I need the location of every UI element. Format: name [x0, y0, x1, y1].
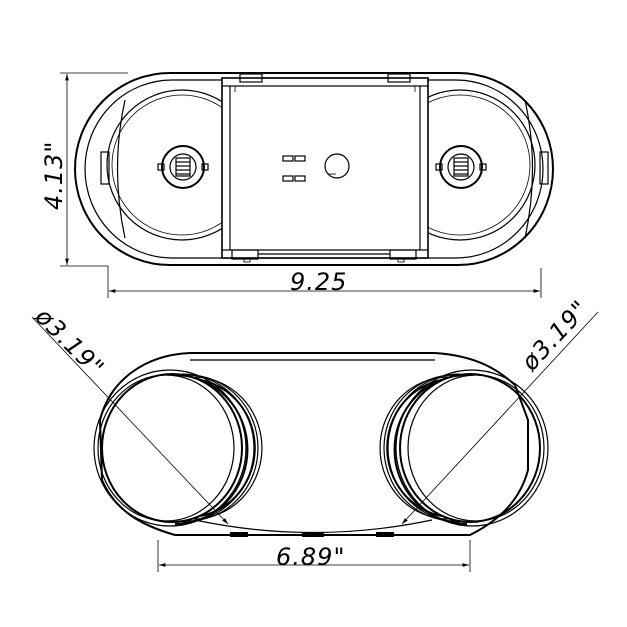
top-view: 4.13" 9.25 — [40, 72, 554, 298]
width-dimension-label: 9.25 — [290, 268, 347, 296]
left-diameter-label: ø3.19" — [29, 302, 110, 383]
bottom-tab-center — [302, 532, 324, 537]
test-button — [324, 153, 350, 179]
right-diameter-dimension: ø3.19" — [401, 295, 599, 525]
height-dimension: 4.13" — [40, 72, 128, 267]
center-spacing-label: 6.89" — [276, 543, 345, 571]
indicator-led-2 — [282, 175, 294, 182]
left-side-tab — [100, 151, 110, 185]
bottom-tab-left — [230, 532, 248, 537]
bottom-view: ø3.19" ø3.19" 6.89" — [29, 295, 599, 572]
top-view-housing-inner — [84, 79, 544, 259]
bottom-view-housing-outline — [98, 352, 529, 536]
left-adjuster-knob — [157, 145, 209, 189]
indicator-led-1 — [282, 155, 294, 162]
right-adjuster-knob — [435, 145, 487, 189]
width-dimension: 9.25 — [107, 266, 542, 298]
center-spacing-dimension: 6.89" — [157, 540, 471, 572]
top-view-housing-outline — [74, 72, 554, 266]
bottom-tab-right — [376, 532, 394, 537]
left-diameter-dimension: ø3.19" — [29, 302, 229, 525]
right-side-tab — [539, 151, 549, 185]
right-lamp-head — [379, 369, 549, 527]
left-lamp-head — [93, 369, 263, 527]
right-diameter-label: ø3.19" — [515, 295, 594, 377]
height-dimension-label: 4.13" — [40, 141, 68, 210]
